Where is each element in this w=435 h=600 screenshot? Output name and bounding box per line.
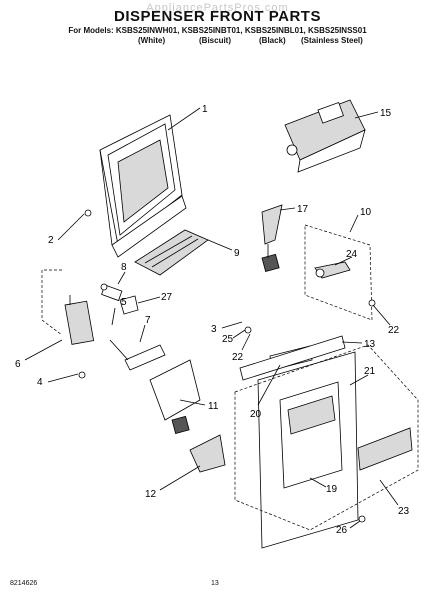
part-8-small-connector xyxy=(100,283,123,302)
callout-10: 10 xyxy=(360,207,372,218)
callout-11: 11 xyxy=(208,401,219,412)
finish-biscuit: (Biscuit) xyxy=(199,36,231,45)
callout-1: 1 xyxy=(202,104,208,115)
document-number: 8214626 xyxy=(10,580,38,587)
finish-stainless-steel: (Stainless Steel) xyxy=(301,36,363,45)
leader-lines xyxy=(24,107,399,529)
part-1-dispenser-housing xyxy=(99,114,187,258)
callout-8: 8 xyxy=(121,262,127,273)
callout-17: 17 xyxy=(297,204,309,215)
callout-13: 13 xyxy=(364,339,376,350)
page-number: 13 xyxy=(211,580,219,587)
callout-22-lower: 22 xyxy=(232,352,244,363)
part-17-actuator-arm xyxy=(261,204,283,273)
screws xyxy=(78,209,366,523)
callout-22-upper: 22 xyxy=(388,325,400,336)
callout-23: 23 xyxy=(398,506,410,517)
part-10-lever-group xyxy=(304,224,376,321)
finish-black: (Black) xyxy=(259,36,286,45)
callout-4: 4 xyxy=(37,377,43,388)
models-line: For Models: KSBS25INWH01, KSBS25INBT01, … xyxy=(68,26,367,35)
part-23-control-panel xyxy=(234,344,419,531)
callout-26: 26 xyxy=(336,525,348,536)
part-12-ice-chute-door xyxy=(189,434,226,473)
callout-9: 9 xyxy=(234,248,240,259)
callout-12: 12 xyxy=(145,489,157,500)
part-6-switch-module xyxy=(41,269,95,345)
page-title: DISPENSER FRONT PARTS xyxy=(114,8,321,25)
part-11-cover-plate xyxy=(149,359,201,435)
finish-white: (White) xyxy=(138,36,166,45)
callout-5: 5 xyxy=(121,297,127,308)
part-15-motor-assembly xyxy=(284,99,366,173)
callout-2: 2 xyxy=(48,235,54,246)
callout-6: 6 xyxy=(15,359,21,370)
callout-19: 19 xyxy=(326,484,338,495)
callout-3: 3 xyxy=(211,324,217,335)
callout-24: 24 xyxy=(346,249,358,260)
callout-7: 7 xyxy=(145,315,151,326)
callout-25: 25 xyxy=(222,334,234,345)
watermark: AppliancePartsPros.com xyxy=(146,2,289,14)
part-27-bracket xyxy=(119,295,139,315)
callout-20: 20 xyxy=(250,409,262,420)
callout-15: 15 xyxy=(380,108,392,119)
part-21-dispenser-front-panel xyxy=(239,335,359,549)
part-7-lever-arm xyxy=(109,339,166,371)
callout-27: 27 xyxy=(161,292,173,303)
callout-21: 21 xyxy=(364,366,376,377)
